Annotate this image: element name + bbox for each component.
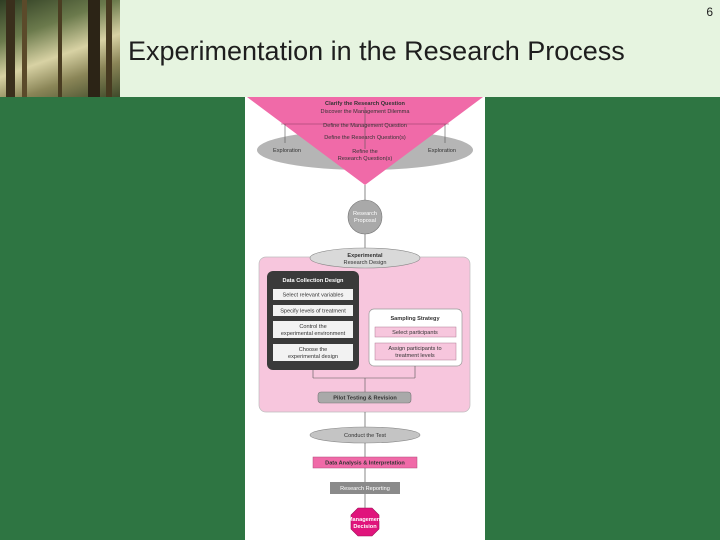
sampling-title: Sampling Strategy	[390, 316, 440, 322]
decision-text-1: Management	[348, 517, 382, 523]
specify-levels-text: Specify levels of treatment	[280, 309, 346, 315]
proposal-text-2: Proposal	[354, 218, 376, 224]
specify-levels-box	[273, 305, 353, 316]
control-environment-box	[273, 321, 353, 338]
forest-photo	[0, 0, 120, 97]
data-analysis-text: Data Analysis & Interpretation	[325, 461, 405, 467]
funnel-define-mgmt-text: Define the Management Question	[323, 123, 407, 129]
slide-title: Experimentation in the Research Process	[128, 36, 625, 66]
funnel-refine-text-2: Research Question(s)	[338, 156, 393, 162]
control-text-2: experimental environment	[281, 331, 346, 337]
exploration-right-text: Exploration	[428, 148, 456, 154]
conduct-test-text: Conduct the Test	[344, 433, 386, 439]
choose-design-box	[273, 344, 353, 361]
assign-participants-box	[374, 342, 457, 361]
experimental-design-ellipse	[309, 247, 421, 269]
research-process-diagram: Clarify the Research Question Discover t…	[247, 97, 483, 537]
exploration-left-text: Exploration	[273, 148, 301, 154]
proposal-text-1: Research	[353, 211, 377, 217]
pilot-testing-box	[317, 391, 412, 404]
research-reporting-box	[330, 482, 400, 494]
select-participants-text: Select participants	[392, 330, 438, 336]
research-reporting-text: Research Reporting	[340, 486, 390, 492]
select-variables-box	[273, 289, 353, 300]
pilot-testing-text: Pilot Testing & Revision	[333, 396, 397, 402]
select-variables-text: Select relevant variables	[283, 293, 344, 299]
assign-text-2: treatment levels	[395, 353, 435, 359]
control-text-1: Control the	[299, 324, 326, 330]
page-number: 6	[706, 5, 713, 19]
select-participants-box	[374, 326, 457, 338]
choose-text-2: experimental design	[288, 354, 338, 360]
management-decision-node	[350, 507, 380, 537]
assign-text-1: Assign participants to	[388, 346, 441, 352]
funnel-refine-text-1: Refine the	[352, 149, 378, 155]
research-proposal-node	[347, 199, 383, 235]
funnel-define-research-text: Define the Research Question(s)	[324, 135, 406, 141]
choose-text-1: Choose the	[299, 347, 328, 353]
funnel-discover-text: Discover the Management Dilemma	[321, 109, 411, 115]
funnel-clarify-text: Clarify the Research Question	[325, 101, 405, 107]
exp-design-text-1: Experimental	[347, 253, 383, 259]
decision-text-2: Decision	[353, 524, 377, 530]
research-process-figure: Clarify the Research Question Discover t…	[245, 97, 485, 540]
data-collection-title: Data Collection Design	[283, 278, 345, 284]
exp-design-text-2: Research Design	[344, 260, 387, 266]
slide-header: Experimentation in the Research Process …	[0, 0, 720, 97]
